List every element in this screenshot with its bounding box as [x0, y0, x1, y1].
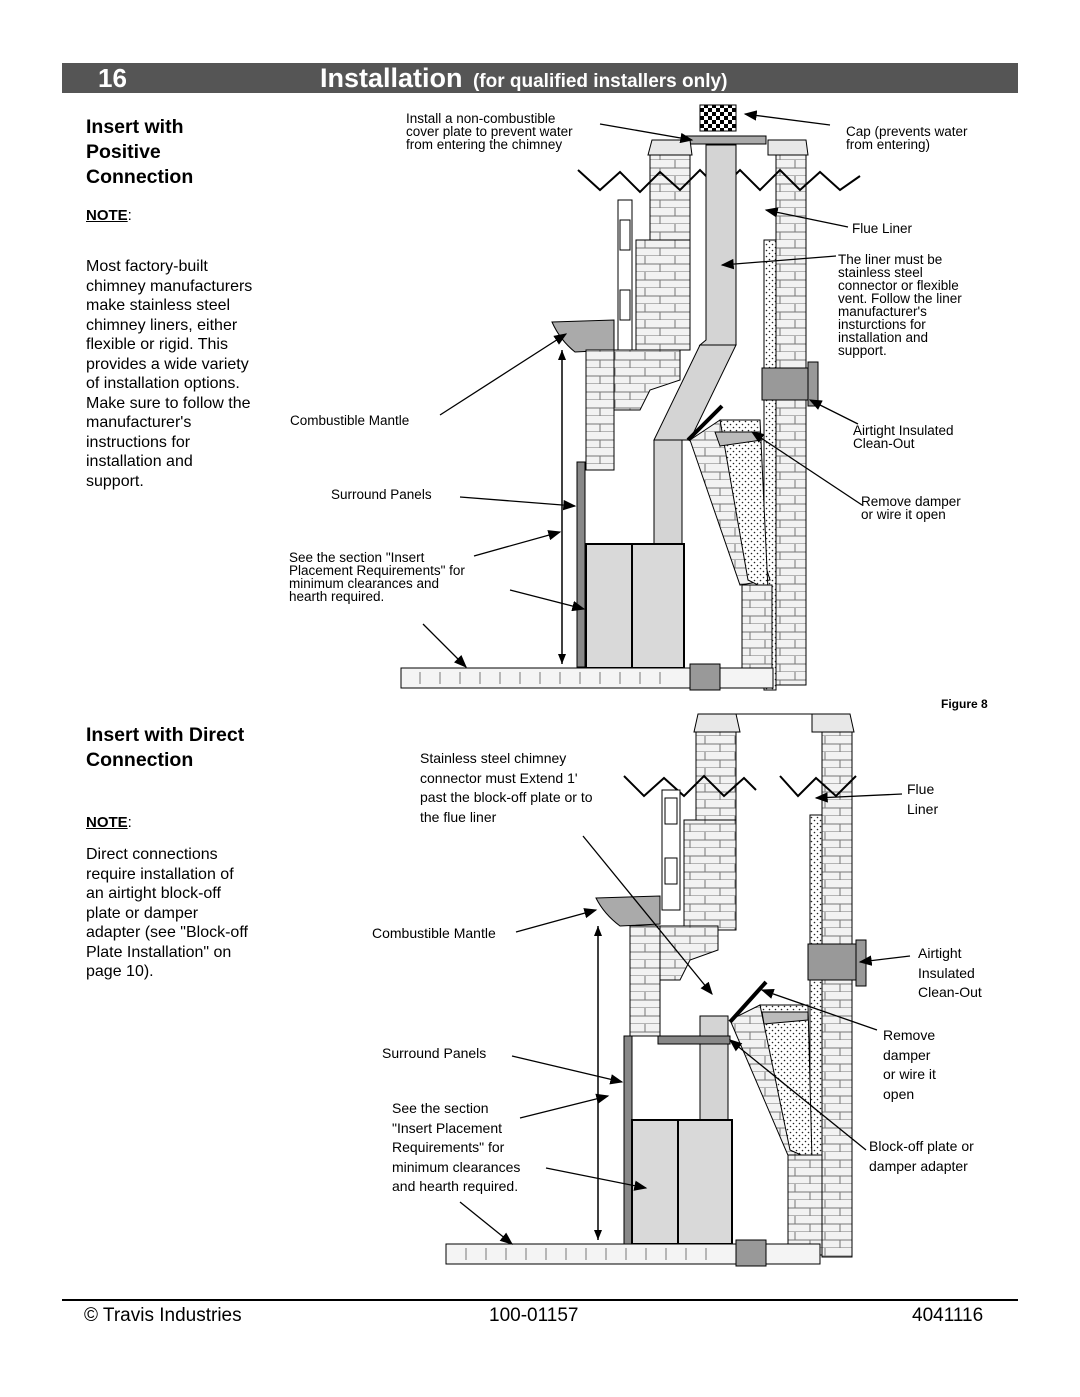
header-bar: 16 Installation (for qualified installer…: [62, 63, 1018, 93]
stainless-connector: [699, 1015, 729, 1121]
clean-out-label: Airtight Insulated Clean-Out: [853, 423, 954, 451]
section2-note-label: NOTE:: [86, 814, 132, 831]
blockoff-label: Block-off plate or damper adapter: [869, 1138, 974, 1174]
cover-plate: [681, 135, 767, 145]
surround-panel: [576, 461, 586, 668]
footer-copyright: © Travis Industries: [84, 1305, 242, 1326]
flue-liner-label-2: Flue Liner: [907, 781, 939, 817]
note-line: Direct connections: [86, 846, 218, 863]
figure-direct-connection: [445, 713, 867, 1267]
placement-label-2: See the section "Insert Placement Requir…: [392, 1100, 521, 1194]
page-title: Installation (for qualified installers o…: [320, 63, 727, 98]
footer-doc-number: 100-01157: [489, 1305, 579, 1326]
heading-line: Insert with Direct: [86, 724, 245, 746]
section1-note-label: NOTE:: [86, 207, 132, 224]
surround-label-2: Surround Panels: [382, 1045, 487, 1061]
note-line: flexible or rigid. This: [86, 336, 228, 353]
damper-label: Remove damper or wire it open: [861, 494, 961, 522]
heading-line: Connection: [86, 166, 194, 188]
clean-out-label-2: Airtight Insulated Clean-Out: [918, 945, 982, 1000]
note-line: Make sure to follow the: [86, 394, 251, 412]
note-line: page 10).: [86, 963, 154, 980]
connector-label: Stainless steel chimney connector must E…: [420, 750, 593, 825]
flue-liner-label: Flue Liner: [852, 221, 913, 236]
page-number: 16: [98, 63, 127, 93]
chimney-cap: [699, 104, 737, 132]
footer-rule: [62, 1299, 1018, 1301]
note-line: installation and: [86, 453, 193, 470]
note-line: Most factory-built: [86, 258, 208, 275]
footer-part-number: 4041116: [912, 1305, 984, 1326]
note-line: an airtight block-off: [86, 885, 221, 902]
block-off-plate: [657, 1035, 731, 1045]
damper-label-2: Remove damper or wire it open: [883, 1027, 936, 1102]
hearth: [400, 667, 774, 689]
figure-positive-connection: [400, 104, 861, 691]
surround-label: Surround Panels: [331, 487, 432, 502]
note-line: provides a wide variety: [86, 355, 249, 373]
heading-line: Insert with: [86, 116, 184, 138]
note-line: instructions for: [86, 433, 191, 451]
cover-plate-label: Install a non-combustible cover plate to…: [406, 111, 573, 152]
section2-note-text: Direct connections require installation …: [86, 845, 248, 982]
placement-label: See the section "Insert Placement Requir…: [289, 550, 465, 604]
note-line: chimney manufacturers: [86, 277, 253, 295]
cap-label: Cap (prevents water from entering): [846, 124, 968, 152]
damper: [686, 404, 724, 442]
note-label-text: NOTE: [86, 207, 128, 224]
note-line: chimney liners, either: [86, 316, 238, 334]
note-line: Plate Installation" on: [86, 943, 232, 961]
note-line: of installation options.: [86, 375, 240, 392]
note-label-text: NOTE: [86, 814, 128, 831]
note-line: support.: [86, 472, 144, 490]
note-line: manufacturer's: [86, 414, 192, 431]
section2-heading: Insert with Direct Connection: [86, 723, 244, 773]
heading-line: Positive: [86, 141, 161, 163]
mantle-label-2: Combustible Mantle: [372, 925, 496, 941]
combustible-mantle: [551, 319, 615, 353]
section1-note-text: Most factory-built chimney manufacturers…: [86, 257, 252, 491]
figure-caption: Figure 8: [941, 697, 988, 711]
clean-out: [761, 367, 809, 401]
note-line: require installation of: [86, 865, 234, 883]
mantle-label: Combustible Mantle: [290, 413, 410, 428]
liner-note-label: The liner must be stainless steel connec…: [838, 252, 962, 358]
title-sub: (for qualified installers only): [472, 71, 728, 92]
title-main: Installation: [320, 63, 463, 93]
note-line: make stainless steel: [86, 297, 231, 314]
heading-line: Connection: [86, 749, 194, 771]
insert-unit: [585, 543, 685, 669]
section1-heading: Insert with Positive Connection: [86, 115, 193, 190]
note-line: adapter (see "Block-off: [86, 924, 248, 941]
note-line: plate or damper: [86, 904, 199, 922]
